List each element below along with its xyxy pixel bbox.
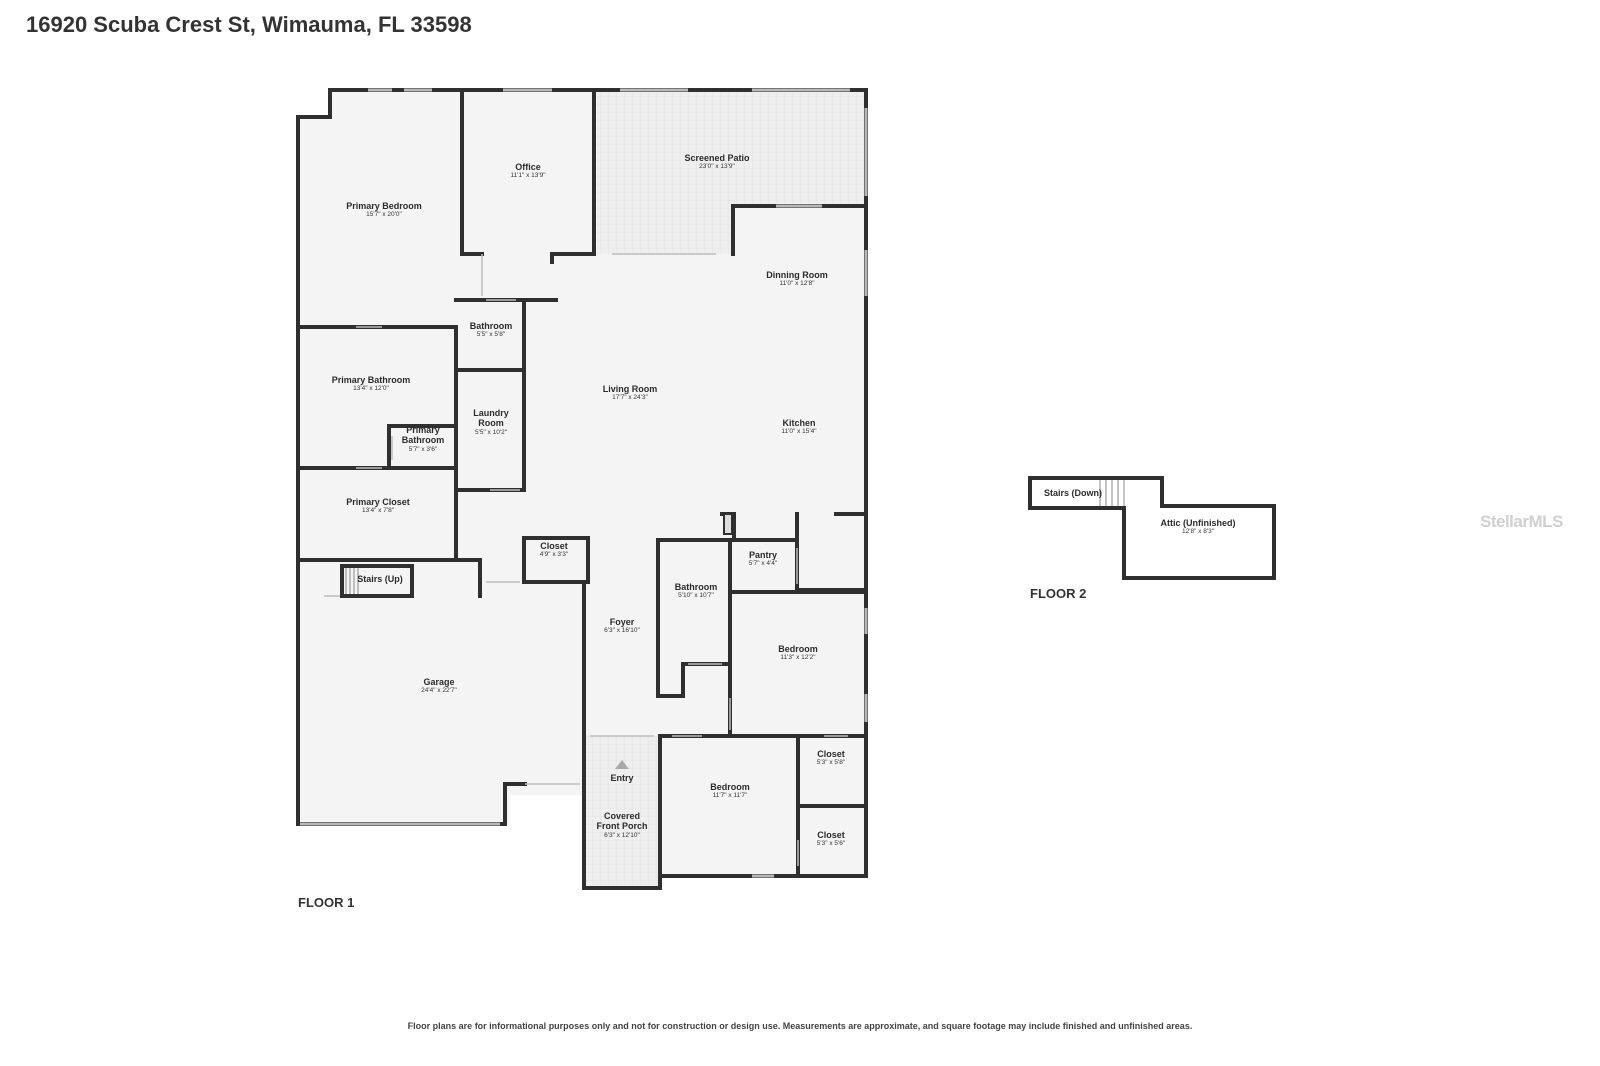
room-bedroom-b: Bedroom 11'7" x 11'7" xyxy=(710,782,750,800)
room-name: Office xyxy=(515,162,541,172)
entry-arrow-icon xyxy=(615,760,629,769)
room-dimensions: 5'10" x 10'7" xyxy=(678,592,714,600)
room-living-room: Living Room 17'7" x 24'3" xyxy=(603,384,658,402)
room-bathroom-b: Bathroom 5'10" x 10'7" xyxy=(675,582,718,600)
room-stairs-down: Stairs (Down) xyxy=(1044,488,1102,498)
room-name: Closet xyxy=(817,830,845,840)
room-garage: Garage 24'4" x 22'7" xyxy=(421,677,457,695)
room-primary-bedroom: Primary Bedroom 15'7" x 20'0" xyxy=(346,201,422,219)
room-dimensions: 12'8" x 8'3" xyxy=(1181,528,1215,536)
room-name: Covered Front Porch xyxy=(596,811,648,832)
room-dimensions: 4'9" x 3'3" xyxy=(539,551,569,559)
floor-2-label: FLOOR 2 xyxy=(1030,586,1087,601)
room-dimensions: 5'3" x 5'6" xyxy=(816,840,846,848)
floor1-area xyxy=(296,90,866,888)
room-dimensions: 5'5" x 10'2" xyxy=(474,428,508,436)
windows xyxy=(300,88,868,878)
room-laundry-room: Laundry Room 5'5" x 10'2" xyxy=(471,408,511,436)
room-name: Screened Patio xyxy=(684,153,750,163)
room-dimensions: 5'7" x 4'4" xyxy=(748,560,778,568)
room-closet-b: Closet 5'3" x 5'8" xyxy=(817,749,845,767)
room-name: Stairs (Down) xyxy=(1043,488,1103,498)
stair-treads xyxy=(345,480,1125,594)
room-name: Stairs (Up) xyxy=(357,574,403,584)
room-name: Entry xyxy=(610,773,634,783)
room-dimensions: 11'0" x 12'8" xyxy=(779,280,815,288)
room-covered-porch: Covered Front Porch 6'3" x 12'10" xyxy=(593,811,651,839)
screened-patio-floor xyxy=(597,90,866,254)
door-openings xyxy=(324,253,848,866)
pillar xyxy=(723,513,733,535)
property-address: 16920 Scuba Crest St, Wimauma, FL 33598 xyxy=(26,12,472,37)
room-attic: Attic (Unfinished) 12'8" x 8'3" xyxy=(1161,518,1236,536)
room-pantry: Pantry 5'7" x 4'4" xyxy=(749,550,777,568)
room-dimensions: 17'7" x 24'3" xyxy=(612,394,648,402)
room-dimensions: 6'3" x 16'10" xyxy=(604,627,640,635)
room-name: Living Room xyxy=(602,384,658,394)
room-bedroom-a: Bedroom 11'3" x 12'2" xyxy=(778,644,818,662)
room-name: Kitchen xyxy=(782,418,816,428)
room-name: Bathroom xyxy=(674,582,718,592)
room-kitchen: Kitchen 11'0" x 15'4" xyxy=(781,418,816,436)
room-dimensions: 11'3" x 12'2" xyxy=(780,654,816,662)
room-primary-closet: Primary Closet 13'4" x 7'8" xyxy=(346,497,410,515)
room-entry: Entry xyxy=(610,773,633,783)
room-name: Closet xyxy=(817,749,845,759)
room-dimensions: 11'0" x 15'4" xyxy=(781,428,817,436)
room-dimensions: 5'3" x 5'8" xyxy=(816,759,846,767)
room-screened-patio: Screened Patio 23'0" x 13'9" xyxy=(684,153,749,171)
room-name: Primary Bedroom xyxy=(346,201,422,211)
room-dimensions: 11'7" x 11'7" xyxy=(712,792,748,800)
room-office: Office 11'1" x 13'9" xyxy=(510,162,545,180)
room-dimensions: 6'3" x 12'10" xyxy=(604,831,640,839)
room-dimensions: 13'4" x 7'8" xyxy=(361,507,395,515)
room-name: Laundry Room xyxy=(473,408,509,429)
room-name: Bedroom xyxy=(778,644,818,654)
room-dimensions: 24'4" x 22'7" xyxy=(421,687,457,695)
room-dining-room: Dinning Room 11'0" x 12'8" xyxy=(766,270,828,288)
room-primary-bathroom: Primary Bathroom 13'4" x 12'0" xyxy=(332,375,411,393)
room-name: Dinning Room xyxy=(766,270,828,280)
room-primary-bathroom-small: Primary Bathroom 5'7" x 3'6" xyxy=(397,425,449,453)
room-dimensions: 15'7" x 20'0" xyxy=(366,211,402,219)
room-name: Closet xyxy=(540,541,568,551)
room-foyer: Foyer 6'3" x 16'10" xyxy=(604,617,640,635)
room-name: Bathroom xyxy=(469,321,513,331)
room-name: Bedroom xyxy=(710,782,750,792)
disclaimer-text: Floor plans are for informational purpos… xyxy=(407,1021,1193,1031)
room-name: Pantry xyxy=(748,550,778,560)
room-stairs-up: Stairs (Up) xyxy=(357,574,403,584)
room-closet-hall: Closet 4'9" x 3'3" xyxy=(540,541,568,559)
room-name: Foyer xyxy=(609,617,635,627)
room-name: Garage xyxy=(423,677,455,687)
room-name: Attic (Unfinished) xyxy=(1160,518,1236,528)
floor-1-label: FLOOR 1 xyxy=(298,895,355,910)
watermark-logo: StellarMLS xyxy=(1480,512,1563,531)
room-name: Primary Bathroom xyxy=(331,375,411,385)
room-name: Primary Closet xyxy=(346,497,410,507)
room-name: Primary Bathroom xyxy=(401,425,445,446)
room-closet-c: Closet 5'3" x 5'6" xyxy=(817,830,845,848)
room-dimensions: 23'0" x 13'9" xyxy=(699,163,735,171)
room-dimensions: 5'7" x 3'6" xyxy=(408,445,438,453)
room-dimensions: 11'1" x 13'9" xyxy=(510,172,546,180)
room-dimensions: 5'5" x 5'8" xyxy=(476,331,506,339)
room-bathroom-a: Bathroom 5'5" x 5'8" xyxy=(470,321,513,339)
room-dimensions: 13'4" x 12'0" xyxy=(353,385,389,393)
